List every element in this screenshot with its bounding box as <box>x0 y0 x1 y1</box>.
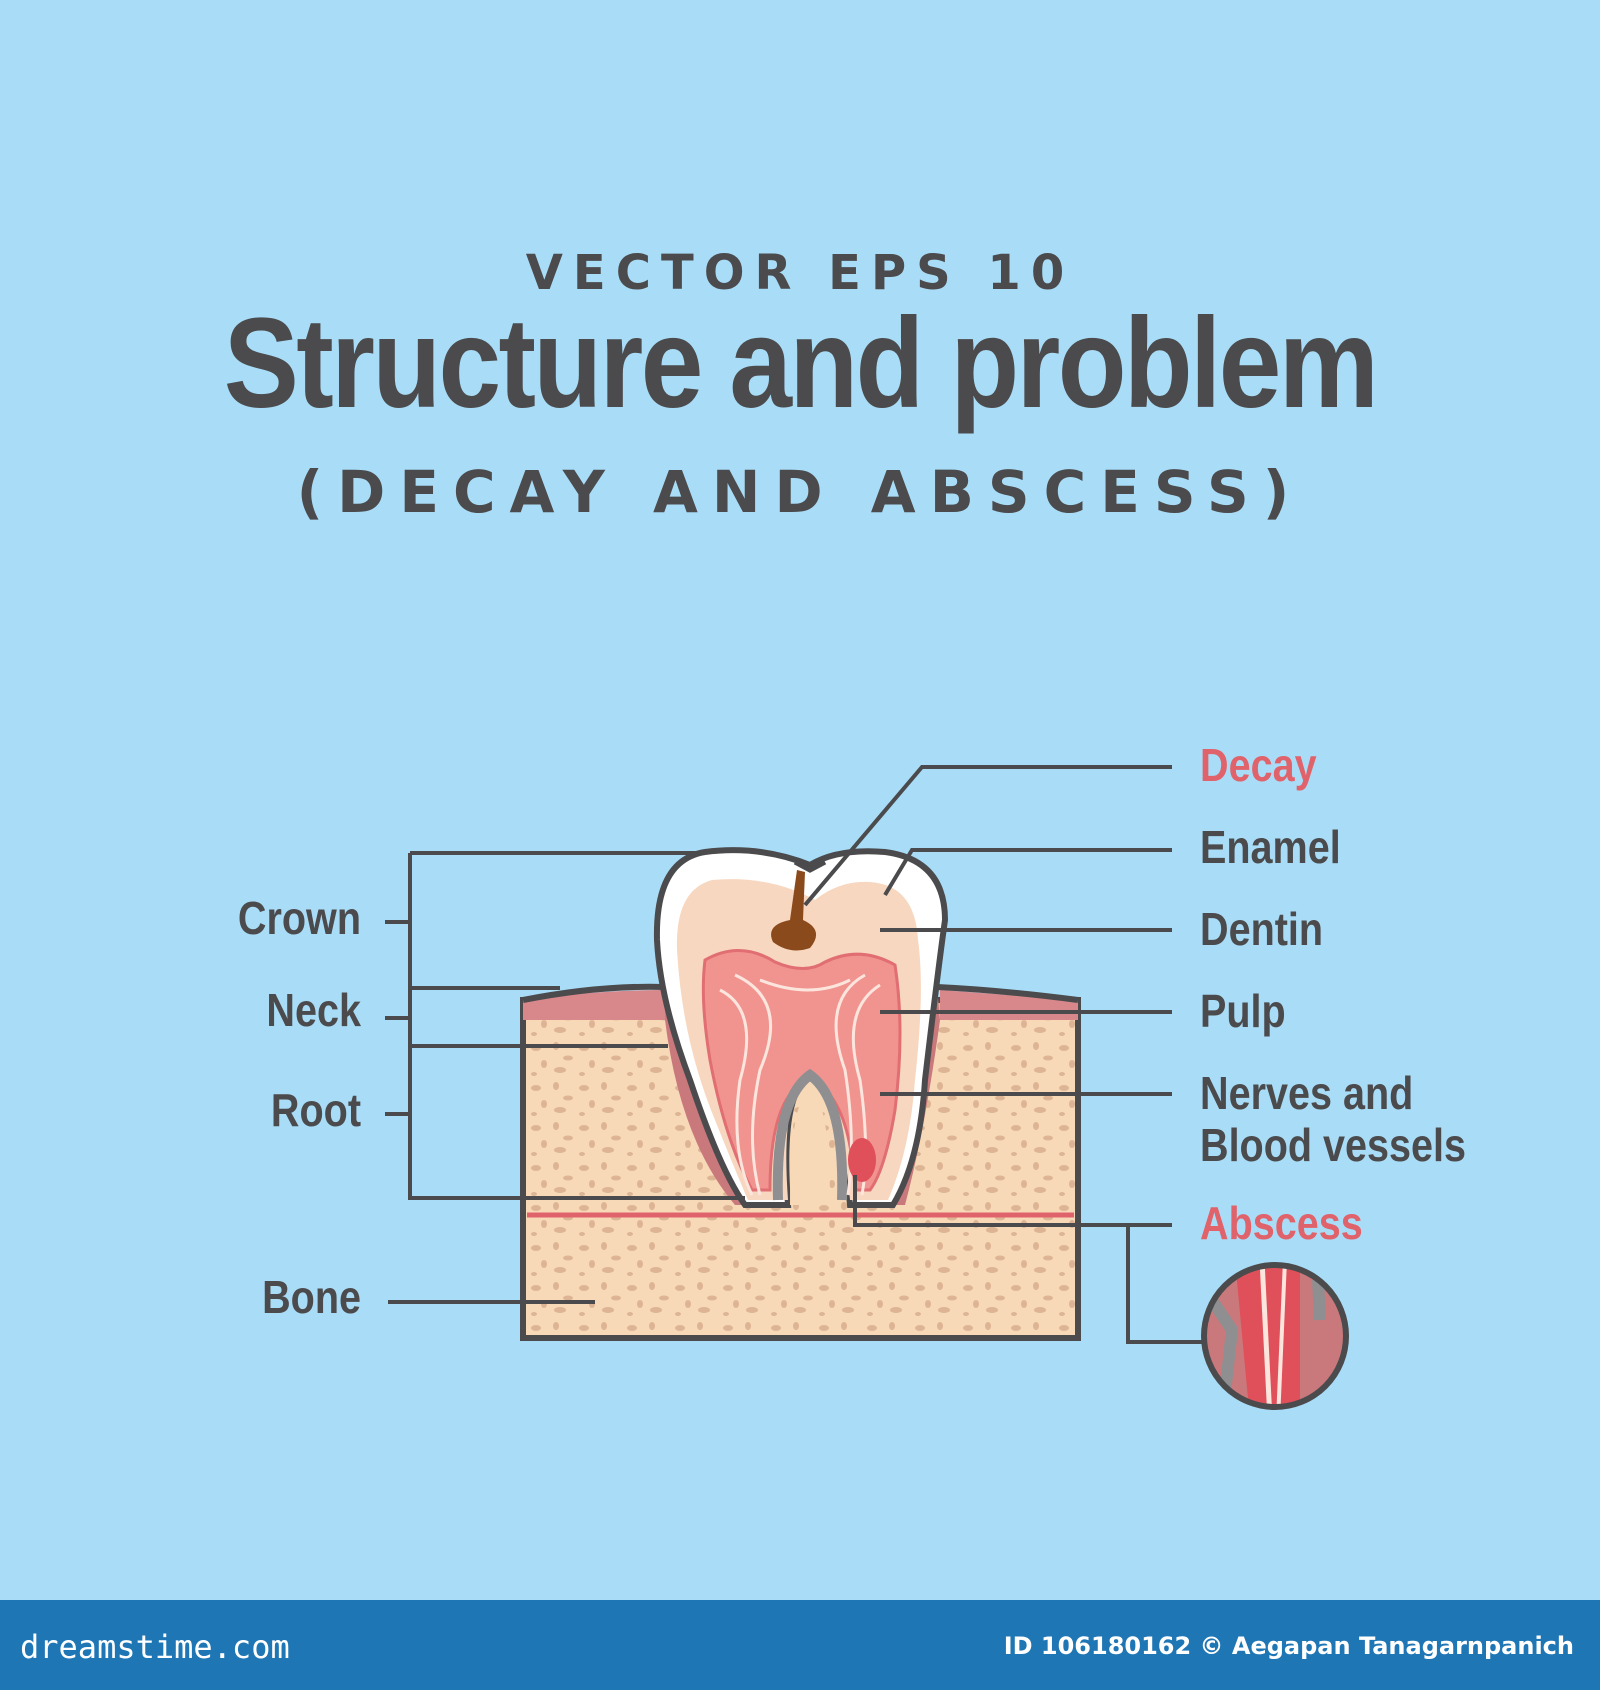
tooth <box>653 847 949 1208</box>
label-decay: Decay <box>1200 739 1317 791</box>
tooth-diagram <box>385 765 1349 1410</box>
footer-credit: ID 106180162 © Aegapan Tanagarnpanich <box>1003 1632 1574 1660</box>
label-pulp: Pulp <box>1200 985 1286 1037</box>
eyebrow-text: VECTOR EPS 10 <box>525 245 1075 301</box>
left-bracket <box>385 851 745 1304</box>
abscess-magnifier <box>1201 1262 1349 1410</box>
page-title: Structure and problem <box>223 292 1379 435</box>
label-enamel: Enamel <box>1200 821 1341 873</box>
label-nerves-line2: Blood vessels <box>1200 1119 1467 1171</box>
label-abscess: Abscess <box>1200 1197 1363 1249</box>
label-bone: Bone <box>262 1271 361 1323</box>
footer-site-logo[interactable]: dreamstime.com <box>20 1628 290 1666</box>
right-leaders <box>803 765 1210 1344</box>
label-neck: Neck <box>266 984 361 1036</box>
label-crown: Crown <box>237 892 361 944</box>
label-nerves-line1: Nerves and <box>1200 1067 1414 1119</box>
label-root: Root <box>270 1084 361 1136</box>
page-subtitle: (DECAY AND ABSCESS) <box>296 458 1304 526</box>
label-dentin: Dentin <box>1200 903 1324 955</box>
footer-bar: dreamstime.com ID 106180162 © Aegapan Ta… <box>0 1600 1600 1690</box>
